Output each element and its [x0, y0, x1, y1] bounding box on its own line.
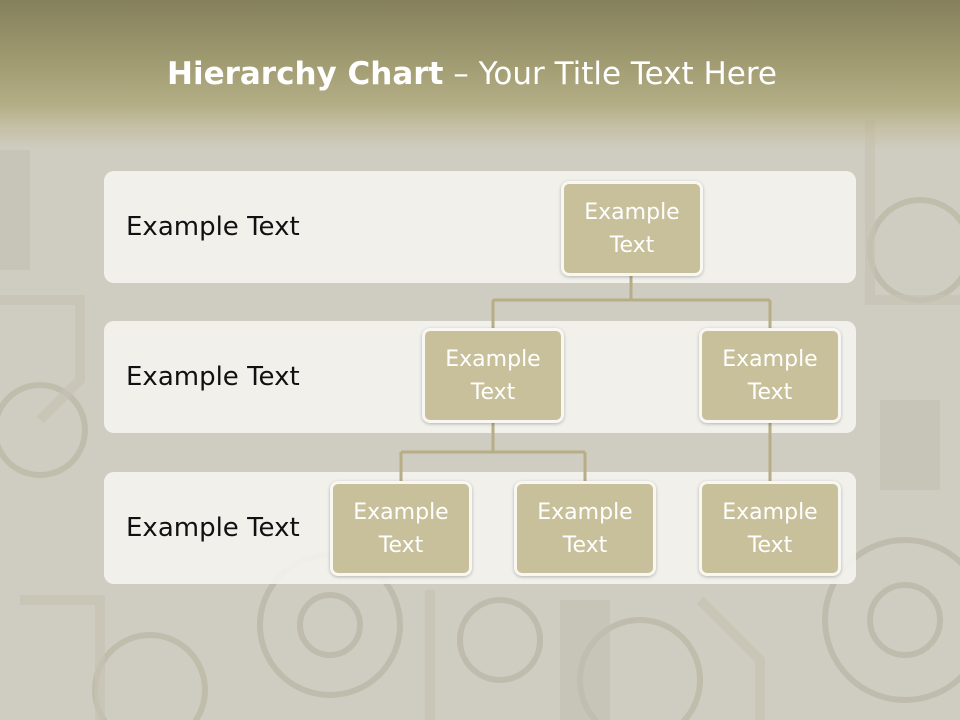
node-level2-right[interactable]: Example Text: [699, 328, 841, 423]
slide-title: Hierarchy Chart – Your Title Text Here: [0, 52, 944, 96]
node-level2-left[interactable]: Example Text: [422, 328, 564, 423]
title-rest: – Your Title Text Here: [443, 56, 777, 92]
node-root[interactable]: Example Text: [561, 181, 703, 276]
title-band: [0, 0, 960, 150]
node-level3-c[interactable]: Example Text: [699, 481, 841, 576]
title-bold: Hierarchy Chart: [167, 56, 444, 92]
row-label-3: Example Text: [126, 513, 300, 543]
row-label-1: Example Text: [126, 212, 300, 242]
node-level3-a[interactable]: Example Text: [330, 481, 472, 576]
row-band-1: [104, 171, 856, 283]
node-level3-b[interactable]: Example Text: [514, 481, 656, 576]
row-label-2: Example Text: [126, 362, 300, 392]
